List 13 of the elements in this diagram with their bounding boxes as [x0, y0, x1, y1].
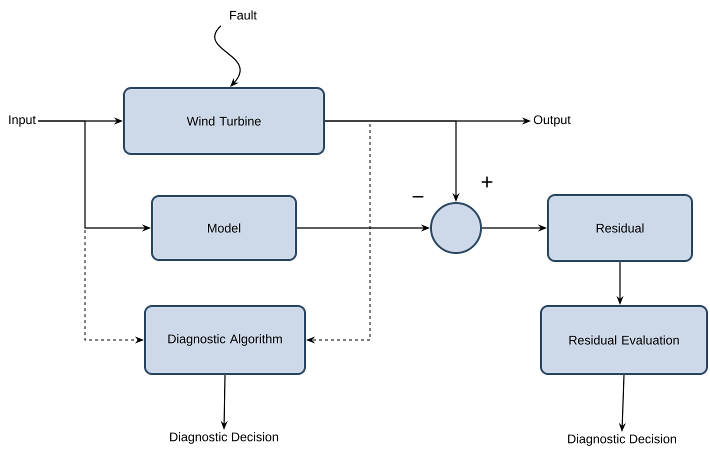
- signal-label: Diagnostic Decision: [568, 434, 676, 446]
- sign-label: +: [482, 176, 492, 188]
- process-box: Residual Evaluation: [540, 305, 708, 375]
- signal-label: Output: [534, 115, 571, 127]
- process-box: Diagnostic Algorithm: [144, 305, 306, 375]
- process-box: Model: [151, 195, 297, 261]
- summing-junction: [430, 202, 482, 254]
- process-box: Wind Turbine: [123, 87, 325, 155]
- sign-label: −: [412, 196, 424, 198]
- signal-label: Input: [9, 115, 36, 127]
- process-box: Residual: [547, 194, 693, 262]
- signal-label: Diagnostic Decision: [170, 432, 278, 444]
- signal-label: Fault: [230, 10, 257, 20]
